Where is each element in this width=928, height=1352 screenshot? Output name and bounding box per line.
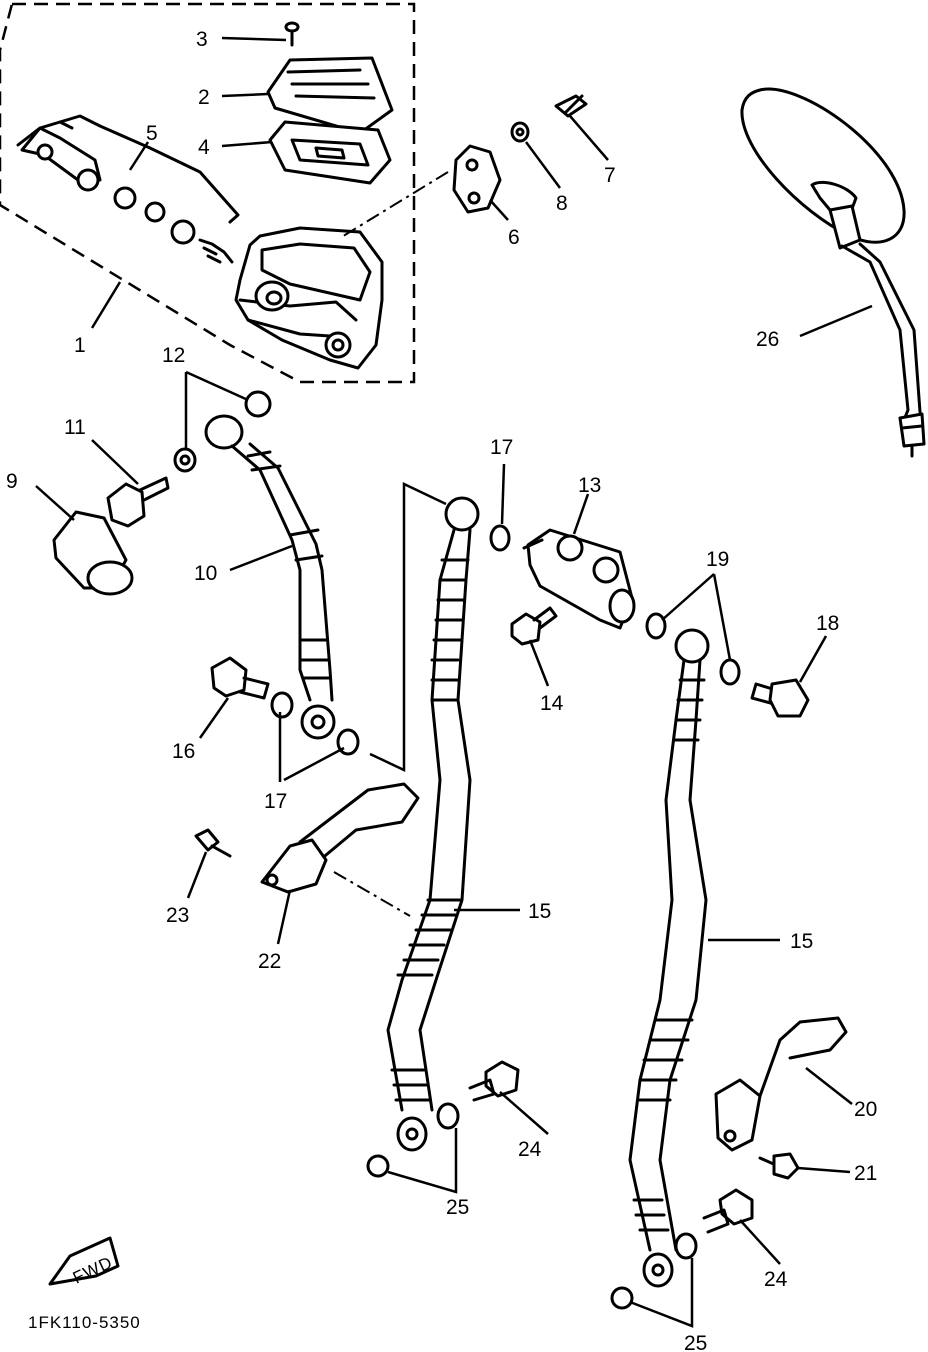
diagram-code: 1FK110-5350 bbox=[28, 1313, 141, 1332]
label-20: 20 bbox=[854, 1098, 877, 1121]
label-6: 6 bbox=[508, 226, 520, 249]
master-cylinder-holder bbox=[339, 144, 502, 239]
label-15-right: 15 bbox=[790, 930, 813, 953]
brake-hose-1 bbox=[204, 414, 336, 740]
label-16: 16 bbox=[172, 740, 195, 763]
brake-hose-15-left bbox=[386, 496, 480, 1152]
label-2: 2 bbox=[198, 86, 210, 109]
label-26: 26 bbox=[756, 328, 779, 351]
label-9: 9 bbox=[6, 470, 18, 493]
label-17-lower: 17 bbox=[264, 790, 287, 813]
label-25-right: 25 bbox=[684, 1332, 707, 1352]
label-14: 14 bbox=[540, 692, 564, 715]
label-4: 4 bbox=[198, 136, 210, 159]
washers-25-right bbox=[610, 1232, 698, 1310]
label-12: 12 bbox=[162, 344, 185, 367]
label-13: 13 bbox=[578, 474, 601, 497]
hose-guide-20 bbox=[714, 1016, 848, 1152]
label-24-right: 24 bbox=[764, 1268, 788, 1291]
part-labels: 3 2 4 5 1 6 7 8 26 12 11 9 10 16 17 17 1… bbox=[6, 28, 877, 1352]
label-25-left: 25 bbox=[446, 1196, 469, 1219]
rearview-mirror bbox=[740, 87, 926, 458]
washer-17-upper bbox=[489, 524, 511, 552]
label-10: 10 bbox=[194, 562, 217, 585]
reservoir-cap bbox=[266, 56, 394, 135]
label-15-left: 15 bbox=[528, 900, 551, 923]
hose-guide-22 bbox=[260, 782, 420, 917]
reservoir-diaphragm bbox=[268, 120, 392, 185]
leader-lines bbox=[35, 36, 873, 1328]
label-1: 1 bbox=[74, 334, 86, 357]
forward-direction-badge: FWD bbox=[48, 1236, 120, 1288]
master-cylinder-body bbox=[234, 226, 384, 370]
label-19: 19 bbox=[706, 548, 729, 571]
label-24-left: 24 bbox=[518, 1138, 542, 1161]
brake-hose-15-right bbox=[628, 628, 710, 1288]
union-bolt-18 bbox=[750, 678, 810, 718]
piston-kit bbox=[16, 114, 240, 264]
holder-washer bbox=[510, 121, 530, 143]
label-21: 21 bbox=[854, 1162, 877, 1185]
joint-bolt bbox=[510, 606, 558, 646]
label-5: 5 bbox=[146, 122, 158, 145]
label-23: 23 bbox=[166, 904, 189, 927]
washers-19 bbox=[645, 612, 741, 686]
washers-25-left bbox=[366, 1102, 460, 1178]
label-22: 22 bbox=[258, 950, 281, 973]
union-bolt-cover bbox=[52, 510, 134, 596]
label-11: 11 bbox=[64, 416, 86, 439]
guide-screw-21 bbox=[758, 1152, 800, 1180]
brake-hose-joint bbox=[522, 528, 636, 630]
label-3: 3 bbox=[196, 28, 208, 51]
union-bolt-upper bbox=[106, 476, 170, 528]
union-bolt-24-left bbox=[468, 1060, 520, 1102]
reservoir-screw bbox=[284, 21, 300, 47]
union-bolt-24-right bbox=[702, 1188, 754, 1234]
union-bolt-16 bbox=[210, 656, 270, 700]
guide-screw-23 bbox=[194, 828, 232, 858]
master-cylinder-assembly-box bbox=[0, 2, 416, 384]
label-7: 7 bbox=[604, 164, 616, 187]
holder-bolt bbox=[554, 94, 588, 118]
label-8: 8 bbox=[556, 192, 568, 215]
label-17-upper: 17 bbox=[490, 436, 513, 459]
label-18: 18 bbox=[816, 612, 839, 635]
